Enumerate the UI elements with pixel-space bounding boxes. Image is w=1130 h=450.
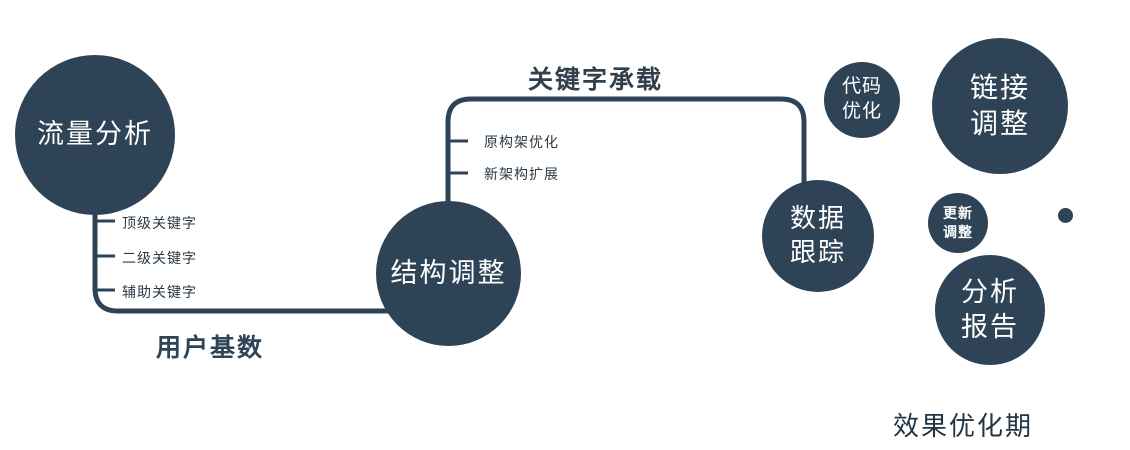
node-data-tracking-line2: 跟踪 <box>789 237 846 267</box>
node-update-adjust-line1: 更新 <box>943 205 973 222</box>
node-structure-adjust: 结构调整 <box>376 201 521 346</box>
node-link-adjust-line2: 调整 <box>969 108 1030 139</box>
node-traffic-analysis-label: 流量分析 <box>37 119 153 150</box>
node-small-dot <box>1058 208 1073 223</box>
branch-label-second-keyword: 二级关键字 <box>122 250 197 266</box>
node-link-adjust-line1: 链接 <box>969 71 1030 103</box>
node-code-optimize-line2: 优化 <box>841 101 882 122</box>
node-code-optimize: 代码 优化 <box>824 62 900 138</box>
node-data-tracking: 数据 跟踪 <box>762 180 874 292</box>
edge-label-user-base: 用户基数 <box>156 334 265 362</box>
branch-label-new-arch: 新架构扩展 <box>484 166 559 182</box>
branch-label-top-keyword: 顶级关键字 <box>122 215 197 231</box>
connector-structure-to-datatrack <box>445 96 807 212</box>
node-code-optimize-line1: 代码 <box>841 76 882 98</box>
node-data-tracking-line1: 数据 <box>789 203 846 234</box>
node-update-adjust: 更新 调整 <box>928 193 988 253</box>
node-structure-adjust-label: 结构调整 <box>390 257 507 288</box>
connector-traffic-to-structure <box>92 190 392 314</box>
node-update-adjust-line2: 调整 <box>943 224 973 240</box>
node-analysis-report-line1: 分析 <box>961 276 1019 307</box>
node-traffic-analysis: 流量分析 <box>15 55 175 215</box>
node-analysis-report: 分析 报告 <box>935 255 1045 365</box>
branch-label-aux-keyword: 辅助关键字 <box>122 284 197 300</box>
node-link-adjust: 链接 调整 <box>932 38 1068 174</box>
edge-label-keyword-carry: 关键字承载 <box>528 66 664 94</box>
node-analysis-report-line2: 报告 <box>961 312 1019 342</box>
caption-effect-optimization: 效果优化期 <box>893 411 1034 441</box>
branch-label-orig-arch: 原构架优化 <box>484 134 559 150</box>
